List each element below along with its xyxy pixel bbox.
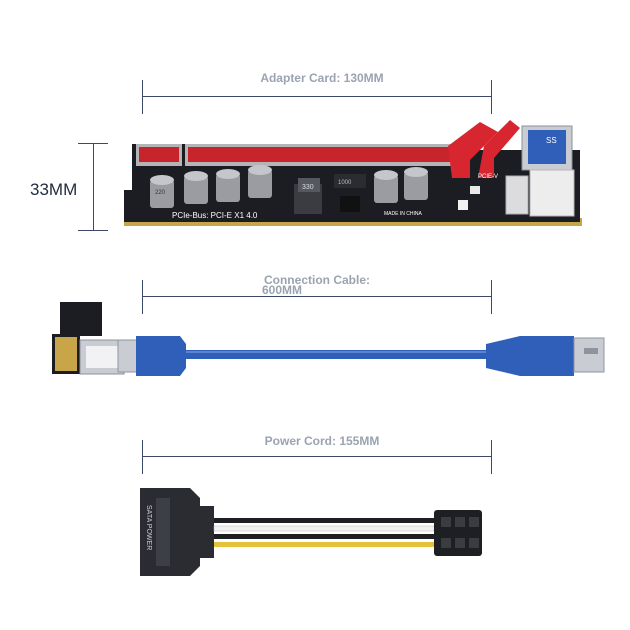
power-cord: SATA POWER: [140, 488, 482, 576]
connection-cable: [52, 302, 605, 376]
pcie-v-label: PCIE-V: [478, 174, 498, 180]
height-dimension-line: [93, 143, 94, 231]
capacitor-rating: 220: [155, 190, 166, 196]
bus-label: PCIe-Bus: PCI-E X1 4.0: [172, 211, 258, 220]
power-cord-dimension-label: Power Cord: 155MM: [264, 434, 380, 448]
height-dimension-label: 33MM: [30, 180, 78, 199]
power-dim-tick-right: [491, 440, 492, 474]
adapter-card-dim-tick-right: [491, 80, 492, 114]
adapter-card-dimension-line: [142, 96, 492, 97]
capacitors: 220: [150, 165, 428, 208]
connection-cable-length-label: 600MM: [261, 283, 302, 297]
sata-power-label: SATA POWER: [145, 505, 152, 550]
adapter-card-dim-tick-left: [142, 80, 143, 114]
height-dim-tick-bottom: [78, 230, 108, 231]
connection-cable-dimension-line: [142, 296, 492, 297]
cable-dim-tick-right: [491, 280, 492, 314]
module-mark: 330: [302, 184, 314, 191]
power-dim-tick-left: [142, 440, 143, 474]
height-dim-tick-top: [78, 143, 108, 144]
cable-dim-tick-left: [142, 280, 143, 314]
usb-ss-mark: SS: [546, 136, 557, 145]
chip-mark: 1000: [338, 180, 352, 186]
adapter-card-dimension-label: Adapter Card: 130MM: [260, 71, 384, 85]
power-cord-dimension-line: [142, 456, 492, 457]
adapter-card: SS 220 330 1000 PCIe-Bus: PCI-E X1 4.0 M…: [124, 120, 582, 226]
connection-cable-dimension-label: Connection Cable:: [263, 273, 370, 287]
made-in-label: MADE IN CHINA: [384, 211, 422, 217]
